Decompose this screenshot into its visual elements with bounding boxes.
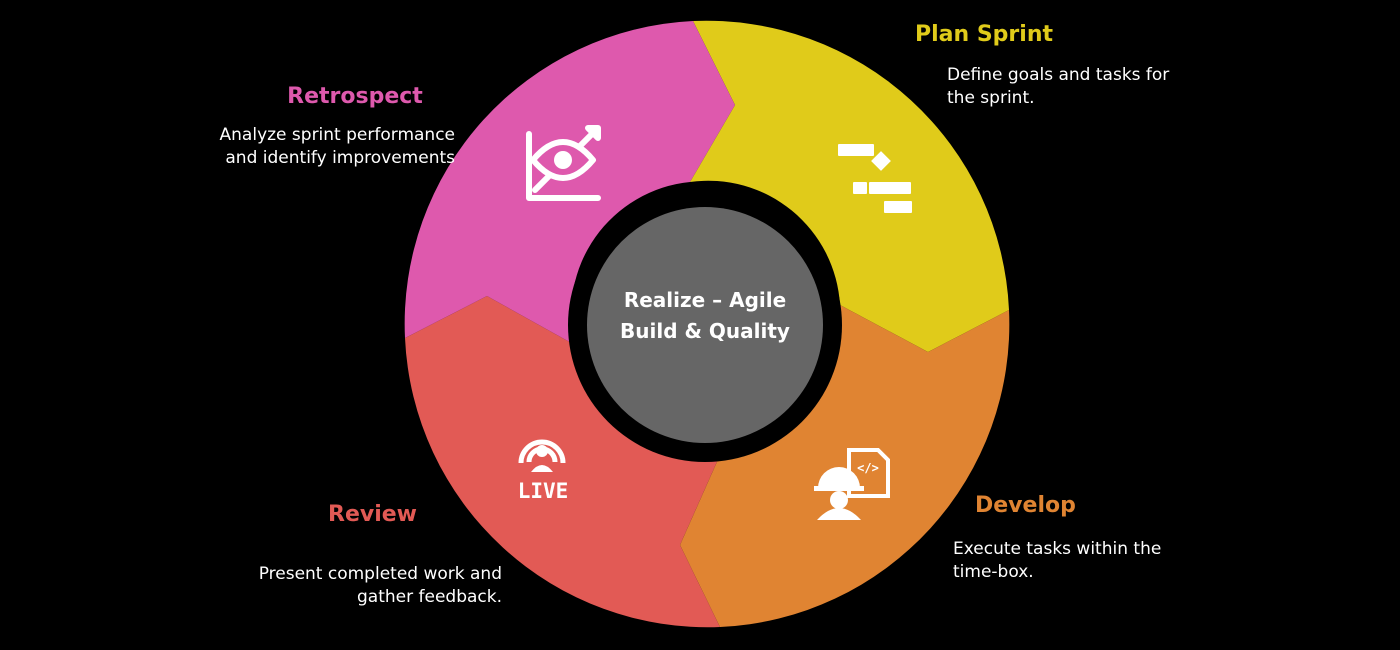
eye-analytics-icon: [526, 125, 601, 201]
segment-develop: [680, 305, 1010, 627]
retrospect-title: Retrospect: [287, 84, 423, 109]
plan-sprint-title: Plan Sprint: [915, 22, 1053, 47]
developer-code-icon: </>: [814, 448, 890, 520]
callout-develop: Develop Execute tasks within the time-bo…: [953, 493, 1245, 584]
live-label: LIVE: [518, 479, 569, 503]
callout-review: Review Present completed work and gather…: [250, 502, 502, 609]
review-description: Present completed work and gather feedba…: [258, 564, 502, 607]
segment-retrospect: [404, 21, 735, 345]
segment-plan-sprint: [690, 20, 1009, 352]
center-title-line1: Realize – Agile: [624, 288, 786, 312]
svg-text:</>: </>: [857, 461, 879, 475]
retrospect-description: Analyze sprint performance and identify …: [219, 125, 455, 168]
center-title-line2: Build & Quality: [620, 319, 790, 343]
plan-sprint-description: Define goals and tasks for the sprint.: [947, 65, 1170, 108]
develop-title: Develop: [975, 493, 1076, 518]
develop-description: Execute tasks within the time-box.: [953, 539, 1162, 582]
callout-retrospect: Retrospect Analyze sprint performance an…: [200, 84, 455, 170]
live-broadcast-icon: LIVE: [518, 439, 569, 503]
review-title: Review: [328, 502, 417, 527]
center-disc: [587, 207, 823, 443]
callout-plan-sprint: Plan Sprint Define goals and tasks for t…: [915, 22, 1185, 110]
